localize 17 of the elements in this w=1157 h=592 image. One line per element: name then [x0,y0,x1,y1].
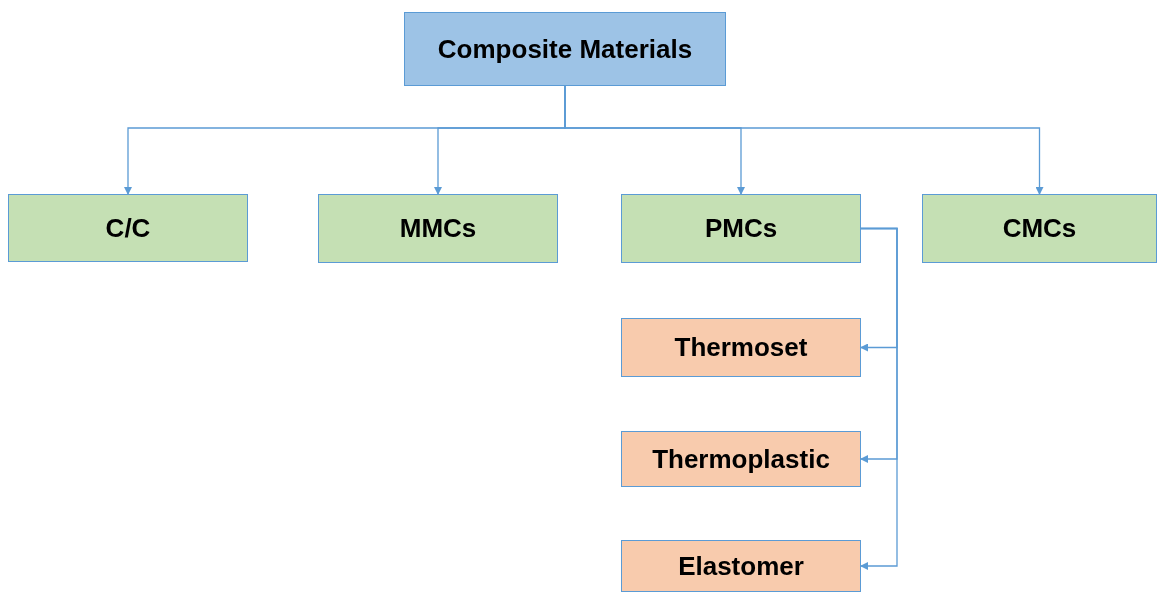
node-label: Elastomer [678,550,804,582]
connector-arrow [860,227,898,570]
subcategory-box [621,540,861,592]
subcategory-box [621,318,861,377]
node-label: Composite Materials [437,33,693,65]
subcategory-box [621,431,861,487]
root-category-box [404,12,726,86]
category-box [318,194,558,263]
node-label: MMCs [399,213,477,244]
category-box [922,194,1157,263]
category-box [621,194,861,263]
node-label: CMCs [1002,213,1077,244]
node-label: Thermoplastic [652,443,830,475]
node-label: C/C [105,212,151,244]
node-label: PMCs [704,213,778,244]
node-label: Thermoset [674,332,808,363]
category-box [8,194,248,262]
